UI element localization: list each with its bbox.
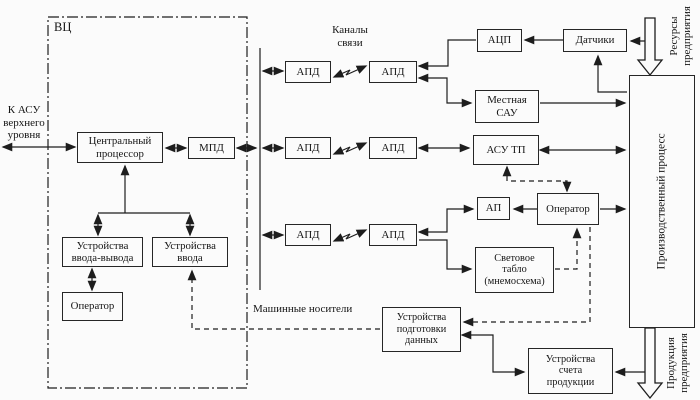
products-flow-arrow-icon bbox=[636, 327, 664, 400]
comm-break-icon-2 bbox=[332, 142, 368, 155]
box-apd-2-left: АПД bbox=[285, 137, 331, 159]
vc-boundary bbox=[47, 16, 248, 389]
box-apd-1-right: АПД bbox=[369, 61, 417, 83]
connector-apd3-ap bbox=[417, 204, 475, 237]
connector-operator-prep-dashed bbox=[462, 227, 591, 327]
label-vc: ВЦ bbox=[54, 20, 72, 34]
connector-board-operator-dashed bbox=[555, 227, 582, 270]
box-mpd: МПД bbox=[188, 137, 235, 159]
comm-break-icon-3 bbox=[332, 229, 368, 242]
box-input-devices: Устройства ввода bbox=[152, 237, 228, 267]
box-apd-1-left: АПД bbox=[285, 61, 331, 83]
box-product-count: Устройства счета продукции bbox=[528, 348, 613, 394]
box-light-board: Световое табло (мнемосхема) bbox=[475, 247, 554, 293]
connector-asutp-operator-dashed bbox=[502, 165, 572, 193]
box-production-process-label: Производственный процесс bbox=[655, 133, 668, 270]
label-to-upper-asu: К АСУ верхнего уровня bbox=[3, 104, 45, 142]
connector-prep-count bbox=[460, 330, 526, 377]
box-asu-tp: АСУ ТП bbox=[473, 135, 539, 165]
box-central-processor: Центральный процессор bbox=[77, 132, 163, 163]
label-comm-channels: Каналы связи bbox=[332, 24, 368, 49]
box-sensors: Датчики bbox=[563, 29, 627, 52]
connector-apd1-sau bbox=[417, 73, 473, 108]
box-data-prep: Устройства подготовки данных bbox=[382, 307, 461, 352]
box-operator-right: Оператор bbox=[537, 193, 599, 225]
box-local-sau: Местная САУ bbox=[475, 90, 539, 123]
label-enterprise-products: Продукция предприятия bbox=[665, 333, 690, 393]
connector-prep-input-dashed bbox=[187, 269, 380, 330]
box-adc: АЦП bbox=[477, 29, 522, 52]
box-apd-2-right: АПД bbox=[369, 137, 417, 159]
box-io-devices: Устройства ввода-вывода bbox=[62, 237, 143, 267]
connector-process-sensors bbox=[593, 54, 627, 93]
box-ap: АП bbox=[477, 197, 510, 220]
box-operator-left: Оператор bbox=[62, 292, 123, 321]
connector-adc-apd1 bbox=[417, 39, 476, 71]
box-apd-3-left: АПД bbox=[285, 224, 331, 246]
label-enterprise-resources: Ресурсы предприятия bbox=[668, 6, 693, 66]
resources-flow-arrow-icon bbox=[636, 17, 664, 77]
comm-break-icon-1 bbox=[332, 65, 368, 78]
connector-apd3-board bbox=[419, 239, 473, 274]
label-machine-media: Машинные носители bbox=[253, 303, 353, 315]
box-apd-3-right: АПД bbox=[369, 224, 417, 246]
box-production-process: Производственный процесс bbox=[629, 75, 695, 328]
